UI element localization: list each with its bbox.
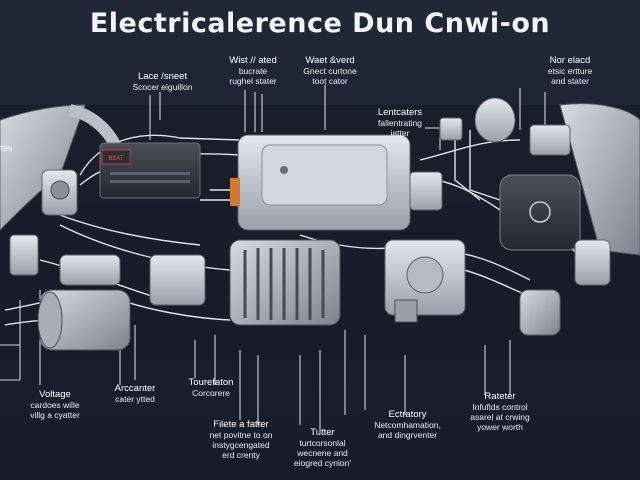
label-voltage-sub: cardoes wille villg a cyatter bbox=[30, 400, 80, 420]
coil-pack bbox=[149, 254, 206, 306]
label-rateter: Rateter Infuflds control asarel at crwin… bbox=[450, 391, 550, 433]
label-voltage-head: Voltage bbox=[39, 389, 71, 400]
label-tourefaton-head: Tourefaton bbox=[188, 377, 234, 388]
label-lentcaters-head: Lentcaters bbox=[377, 107, 423, 118]
label-ectratory-sub: Netcomhamation, and dingrventer bbox=[374, 420, 441, 440]
label-nor-elacd-sub: etsic ertture and stater bbox=[547, 66, 593, 86]
label-tutter-head: Tutter bbox=[310, 427, 335, 438]
actuator bbox=[519, 289, 561, 336]
label-nor-elacd-head: Nor elacd bbox=[549, 55, 591, 66]
label-lace-sub: Scocer eiguillon bbox=[132, 82, 193, 92]
label-arccanter: Arccanter cater ytted bbox=[100, 383, 170, 405]
reservoir-cap bbox=[474, 97, 516, 143]
label-rateter-sub: Infuflds control asarel at crwing yower … bbox=[470, 402, 530, 432]
label-filete: Filete a fatter net povitne to on instyg… bbox=[196, 419, 286, 461]
fuse-block bbox=[439, 117, 463, 141]
label-wist: Wist // ated bucrate rughel stater bbox=[218, 55, 288, 87]
label-filete-sub: net povitne to on instygcengated erd cre… bbox=[209, 430, 273, 460]
label-lace: Lace /sneet Scocer eiguillon bbox=[120, 71, 205, 93]
label-rateter-head: Rateter bbox=[484, 391, 516, 402]
label-voltage: Voltage cardoes wille villg a cyatter bbox=[15, 389, 95, 421]
diagram-title: Electricalerence Dun Cnwi-on bbox=[89, 8, 551, 39]
label-tutter-sub: turtcorsonlal wecnene and eiogred cynion… bbox=[294, 438, 351, 468]
label-tourefaton-sub: Corcorere bbox=[192, 388, 230, 398]
label-waet-head: Waet &verd bbox=[305, 55, 355, 66]
left-connector bbox=[9, 234, 39, 276]
right-sensor bbox=[574, 239, 611, 286]
label-lentcaters-sub: fallentrating iatter bbox=[378, 118, 422, 138]
label-ectratory-head: Ectratory bbox=[388, 409, 427, 420]
label-left-tag: tes bbox=[0, 144, 22, 154]
label-nor-elacd: Nor elacd etsic ertture and stater bbox=[530, 55, 610, 87]
ecu-badge bbox=[101, 149, 131, 165]
label-wist-head: Wist // ated bbox=[229, 55, 277, 66]
label-arccanter-sub: cater ytted bbox=[115, 394, 155, 404]
pump-unit bbox=[529, 124, 571, 156]
label-lentcaters: Lentcaters fallentrating iatter bbox=[360, 107, 440, 139]
label-waet-sub: Gnect curtone toot cator bbox=[303, 66, 357, 86]
right-cowling bbox=[559, 103, 640, 256]
label-ectratory: Ectratory Netcomhamation, and dingrvente… bbox=[365, 409, 450, 441]
ecu-badge-text: BEAT bbox=[108, 155, 124, 162]
label-filete-head: Filete a fatter bbox=[213, 419, 269, 430]
label-lace-head: Lace /sneet bbox=[137, 71, 188, 82]
side-module bbox=[409, 171, 443, 211]
label-tutter: Tutter turtcorsonlal wecnene and eiogred… bbox=[280, 427, 365, 469]
label-arccanter-head: Arccanter bbox=[114, 383, 156, 394]
solenoid bbox=[59, 254, 121, 286]
label-wist-sub: bucrate rughel stater bbox=[229, 66, 277, 86]
label-waet: Waet &verd Gnect curtone toot cator bbox=[290, 55, 370, 87]
connector-orange bbox=[230, 178, 240, 206]
label-tourefaton: Tourefaton Corcorere bbox=[176, 377, 246, 399]
control-module bbox=[499, 174, 581, 251]
label-left-tag-head: tes bbox=[0, 143, 13, 154]
alternator-fins bbox=[243, 248, 325, 320]
